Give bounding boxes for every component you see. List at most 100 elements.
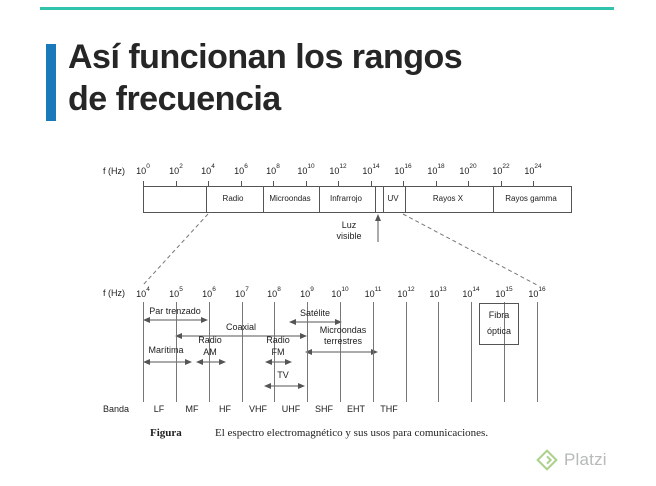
- spectrum-divider: [383, 187, 384, 212]
- bottom-tick-12: 1016: [528, 286, 546, 299]
- platzi-watermark: Platzi: [536, 449, 607, 471]
- top-tick-4: 108: [266, 163, 280, 176]
- spectrum-divider: [405, 187, 406, 212]
- microondas-terrestres-label-line1: Microondas: [319, 325, 367, 335]
- bottom-tick-7: 1011: [364, 286, 382, 299]
- radio-am-label-line2: AM: [203, 347, 217, 357]
- tv-label: TV: [277, 370, 289, 380]
- decade-line: [373, 302, 374, 402]
- top-tick-mark: [273, 181, 274, 186]
- bottom-tick-10: 1014: [462, 286, 480, 299]
- decade-line: [504, 302, 505, 402]
- band-hf: HF: [219, 404, 231, 414]
- top-tick-7: 1014: [362, 163, 380, 176]
- decade-line: [438, 302, 439, 402]
- top-tick-11: 1022: [492, 163, 510, 176]
- top-axis-label: f (Hz): [103, 166, 125, 176]
- top-tick-mark: [208, 181, 209, 186]
- page-title-line2: de frecuencia: [68, 80, 281, 118]
- top-tick-0: 100: [136, 163, 150, 176]
- top-tick-6: 1012: [329, 163, 347, 176]
- band-eht: EHT: [347, 404, 365, 414]
- top-tick-mark: [241, 181, 242, 186]
- top-tick-mark: [306, 181, 307, 186]
- top-tick-12: 1024: [524, 163, 542, 176]
- band-vhf: VHF: [249, 404, 267, 414]
- page-title: Así funcionan los rangos de frecuencia: [68, 36, 463, 120]
- top-tick-mark: [143, 181, 144, 186]
- top-tick-mark: [338, 181, 339, 186]
- top-tick-9: 1018: [427, 163, 445, 176]
- bottom-tick-1: 105: [169, 286, 183, 299]
- spectrum-band-box: [143, 186, 572, 213]
- top-tick-5: 1010: [297, 163, 315, 176]
- fibra-optica-box: Fibra óptica: [479, 303, 519, 345]
- bottom-tick-4: 108: [267, 286, 281, 299]
- band-thf: THF: [380, 404, 398, 414]
- bottom-tick-0: 104: [136, 286, 150, 299]
- radio-am-label-line1: Radio: [198, 335, 222, 345]
- bottom-tick-9: 1013: [429, 286, 447, 299]
- visible-light-label-line1: Luz: [341, 220, 357, 230]
- spectrum-divider: [263, 187, 264, 212]
- bottom-tick-8: 1012: [397, 286, 415, 299]
- bottom-tick-2: 106: [202, 286, 216, 299]
- section-rayos-gamma: Rayos gamma: [505, 194, 557, 203]
- decade-line: [274, 302, 275, 402]
- maritima-label: Marítima: [148, 345, 184, 355]
- top-tick-10: 1020: [459, 163, 477, 176]
- platzi-logo-icon: [536, 449, 558, 471]
- decade-line: [537, 302, 538, 402]
- section-uv: UV: [387, 194, 399, 203]
- zoom-dashed-line-right: [402, 213, 538, 286]
- top-tick-2: 104: [201, 163, 215, 176]
- bottom-tick-3: 107: [235, 286, 249, 299]
- top-tick-mark: [501, 181, 502, 186]
- spectrum-figure: f (Hz) 100 102 104 106 108 1010 1012 101…: [85, 158, 597, 463]
- section-infrarrojo: Infrarrojo: [329, 194, 363, 203]
- figure-caption-label: Figura: [150, 427, 182, 439]
- section-microondas: Microondas: [269, 194, 311, 203]
- section-radio: Radio: [222, 194, 244, 203]
- top-tick-3: 106: [234, 163, 248, 176]
- decade-line: [406, 302, 407, 402]
- top-tick-8: 1016: [394, 163, 412, 176]
- spectrum-divider: [319, 187, 320, 212]
- figure-caption-text: El espectro electromagnético y sus usos …: [215, 427, 489, 439]
- decade-line: [340, 302, 341, 402]
- decade-line: [307, 302, 308, 402]
- top-tick-mark: [403, 181, 404, 186]
- radio-fm-label-line1: Radio: [266, 335, 290, 345]
- satelite-label: Satélite: [299, 308, 331, 318]
- decade-line: [143, 302, 144, 402]
- top-tick-mark: [176, 181, 177, 186]
- title-accent-bar: [46, 44, 56, 121]
- band-uhf: UHF: [281, 404, 301, 414]
- section-rayos-x: Rayos X: [432, 194, 464, 203]
- spectrum-divider: [206, 187, 207, 212]
- visible-light-label-line2: visible: [336, 231, 362, 241]
- band-lf: LF: [153, 404, 165, 414]
- microondas-terrestres-label-line2: terrestres: [323, 336, 363, 346]
- decade-line: [471, 302, 472, 402]
- bottom-tick-6: 1010: [331, 286, 349, 299]
- bottom-tick-11: 1015: [495, 286, 513, 299]
- decade-line: [176, 302, 177, 402]
- top-tick-mark: [436, 181, 437, 186]
- decade-line: [242, 302, 243, 402]
- bottom-axis-label: f (Hz): [103, 288, 125, 298]
- top-tick-mark: [371, 181, 372, 186]
- platzi-logo-text: Platzi: [564, 450, 607, 469]
- zoom-dashed-line-left: [142, 213, 209, 286]
- radio-fm-label-line2: FM: [271, 347, 285, 357]
- coaxial-label: Coaxial: [225, 322, 257, 332]
- banda-row-label: Banda: [103, 404, 130, 414]
- page-title-line1: Así funcionan los rangos: [68, 38, 463, 76]
- top-tick-1: 102: [169, 163, 183, 176]
- fibra-optica-label-line2: óptica: [486, 326, 512, 336]
- band-shf: SHF: [315, 404, 333, 414]
- bottom-tick-5: 109: [300, 286, 314, 299]
- spectrum-divider: [375, 187, 376, 212]
- top-tick-mark: [468, 181, 469, 186]
- fibra-optica-label-line1: Fibra: [488, 310, 510, 320]
